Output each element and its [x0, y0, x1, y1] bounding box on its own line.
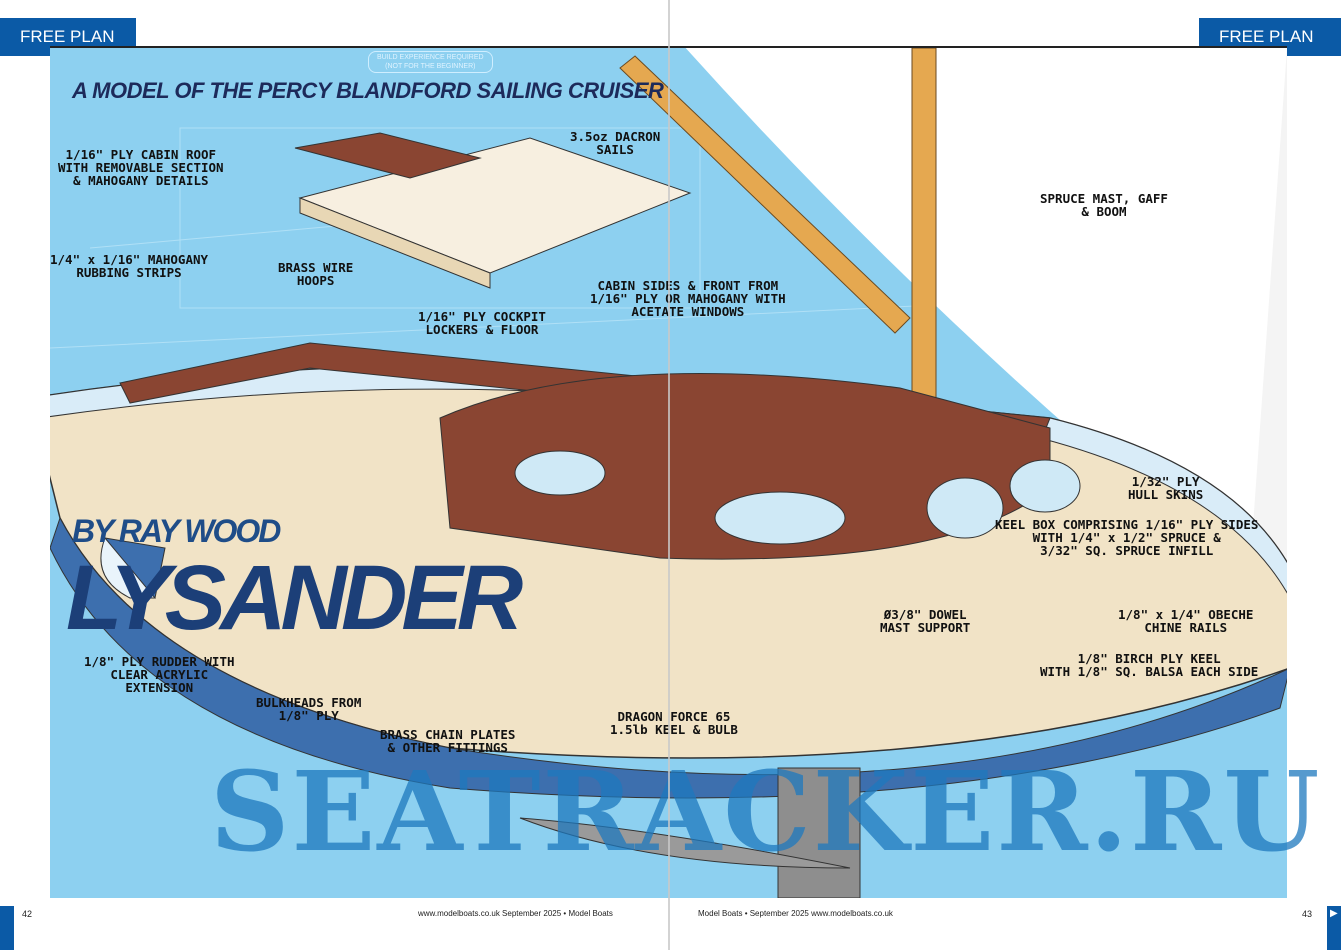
- experience-badge: BUILD EXPERIENCE REQUIRED (NOT FOR THE B…: [368, 51, 493, 73]
- window: [1009, 459, 1081, 513]
- footer-left: www.modelboats.co.uk September 2025 • Mo…: [418, 909, 613, 918]
- label-dowel: Ø3/8" DOWEL MAST SUPPORT: [880, 607, 971, 635]
- label-chain-plates: BRASS CHAIN PLATES & OTHER FITTINGS: [380, 727, 516, 755]
- label-chine-rails: 1/8" x 1/4" OBECHE CHINE RAILS: [1118, 607, 1254, 635]
- boat-name: LYSANDER: [66, 547, 523, 649]
- page-number-left: 42: [22, 909, 33, 919]
- window: [514, 450, 606, 496]
- label-mast: SPRUCE MAST, GAFF & BOOM: [1040, 191, 1168, 219]
- next-page-arrow-icon[interactable]: ▶: [1327, 906, 1341, 950]
- page-gutter: [668, 0, 670, 950]
- label-cabin-roof: 1/16" PLY CABIN ROOF WITH REMOVABLE SECT…: [58, 147, 224, 188]
- watermark: SEATRACKER.RU: [210, 747, 1322, 876]
- keel-fin: [777, 767, 861, 898]
- label-sails: 3.5oz DACRON SAILS: [570, 129, 661, 157]
- keel-bulb: [519, 817, 851, 869]
- gaff: [619, 55, 911, 334]
- label-brass-hoops: BRASS WIRE HOOPS: [278, 260, 354, 288]
- label-rudder: 1/8" PLY RUDDER WITH CLEAR ACRYLIC EXTEN…: [84, 654, 235, 695]
- label-rubbing-strips: 1/4" x 1/16" MAHOGANY RUBBING STRIPS: [50, 252, 209, 280]
- label-keel-bulb: DRAGON FORCE 65 1.5lb KEEL & BULB: [610, 709, 738, 737]
- page-edge-left: [0, 906, 14, 950]
- page-number-right: 43: [1302, 909, 1313, 919]
- label-cockpit: 1/16" PLY COCKPIT LOCKERS & FLOOR: [418, 309, 546, 337]
- window: [926, 477, 1004, 539]
- footer-right: Model Boats • September 2025 www.modelbo…: [698, 909, 893, 918]
- cabin-sides: [439, 372, 1051, 560]
- hull-bottom: [50, 516, 1287, 799]
- label-bulkheads: BULKHEADS FROM 1/8" PLY: [256, 695, 362, 723]
- label-keel: 1/8" BIRCH PLY KEEL WITH 1/8" SQ. BALSA …: [1040, 651, 1259, 679]
- label-hull-skins: 1/32" PLY HULL SKINS: [1128, 474, 1204, 502]
- label-keel-box: KEEL BOX COMPRISING 1/16" PLY SIDES WITH…: [995, 517, 1259, 558]
- boat-drawing: [50, 48, 1287, 898]
- page-title: A MODEL OF THE PERCY BLANDFORD SAILING C…: [72, 78, 664, 103]
- byline: BY RAY WOOD: [72, 513, 281, 549]
- label-cabin-sides: CABIN SIDES & FRONT FROM 1/16" PLY OR MA…: [590, 278, 786, 319]
- window: [714, 491, 846, 545]
